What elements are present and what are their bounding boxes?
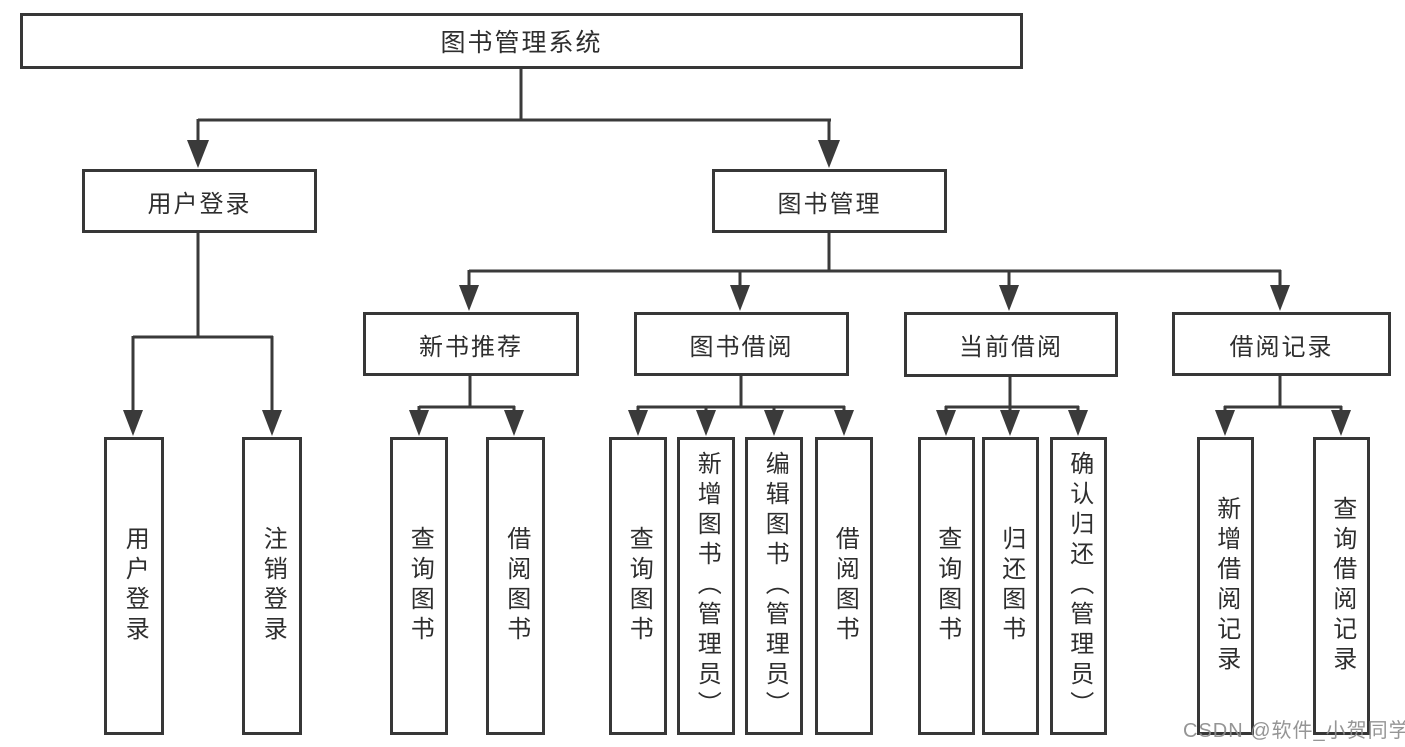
arrowhead-icon [628, 410, 648, 436]
node-book-borrowing: 图书借阅 [634, 312, 849, 376]
csdn-watermark: CSDN @软件_小贺同学 [1183, 720, 1405, 742]
leaf-borrowing-add-books-admin: 新增图书（管理员） [677, 437, 735, 735]
leaf-records-query-record: 查询借阅记录 [1313, 437, 1370, 735]
arrowhead-icon [764, 410, 784, 436]
arrowheads [123, 140, 1351, 436]
arrowhead-icon [696, 410, 716, 436]
arrowhead-icon [1215, 410, 1235, 436]
leaf-label: 借阅图书 [502, 526, 530, 646]
leaf-label: 查询图书 [406, 526, 434, 646]
leaf-label: 注销登录 [259, 526, 287, 646]
node-new-book-recommendation: 新书推荐 [363, 312, 579, 376]
leaf-recommend-query-books: 查询图书 [390, 437, 448, 735]
arrowhead-icon [1068, 410, 1088, 436]
leaf-label: 用户登录 [121, 526, 149, 646]
arrowhead-icon [999, 285, 1019, 311]
node-user-login: 用户登录 [82, 169, 317, 233]
leaf-borrowing-borrow-books: 借阅图书 [815, 437, 873, 735]
leaf-borrowing-query-books: 查询图书 [609, 437, 667, 735]
arrowhead-icon [262, 410, 282, 436]
leaf-label: 确认归还（管理员） [1065, 451, 1093, 721]
arrowhead-icon [1331, 410, 1351, 436]
arrowhead-icon [459, 285, 479, 311]
arrowhead-icon [936, 410, 956, 436]
arrowhead-icon [1000, 410, 1020, 436]
leaf-records-add-record: 新增借阅记录 [1197, 437, 1254, 735]
leaf-label: 查询图书 [625, 526, 653, 646]
leaf-current-return-books: 归还图书 [982, 437, 1039, 735]
leaf-recommend-borrow-books: 借阅图书 [486, 437, 545, 735]
arrowhead-icon [187, 140, 209, 168]
leaf-current-confirm-return-admin: 确认归还（管理员） [1050, 437, 1107, 735]
leaf-borrowing-edit-books-admin: 编辑图书（管理员） [745, 437, 803, 735]
arrowhead-icon [818, 140, 840, 168]
node-library-management-system: 图书管理系统 [20, 13, 1023, 69]
leaf-label: 编辑图书（管理员） [761, 451, 789, 721]
leaf-label: 新增借阅记录 [1212, 496, 1240, 676]
arrowhead-icon [1270, 285, 1290, 311]
leaf-label: 查询借阅记录 [1328, 496, 1356, 676]
arrowhead-icon [409, 410, 429, 436]
arrowhead-icon [123, 410, 143, 436]
node-book-management: 图书管理 [712, 169, 947, 233]
leaf-label: 归还图书 [997, 526, 1025, 646]
leaf-current-query-books: 查询图书 [918, 437, 975, 735]
arrowhead-icon [834, 410, 854, 436]
node-current-borrowing: 当前借阅 [904, 312, 1118, 377]
arrowhead-icon [730, 285, 750, 311]
leaf-label: 借阅图书 [831, 526, 859, 646]
leaf-user-login: 用户登录 [104, 437, 164, 735]
node-borrowing-records: 借阅记录 [1172, 312, 1391, 376]
leaf-label: 查询图书 [933, 526, 961, 646]
arrowhead-icon [504, 410, 524, 436]
leaf-logout-login: 注销登录 [242, 437, 302, 735]
leaf-label: 新增图书（管理员） [693, 451, 721, 721]
